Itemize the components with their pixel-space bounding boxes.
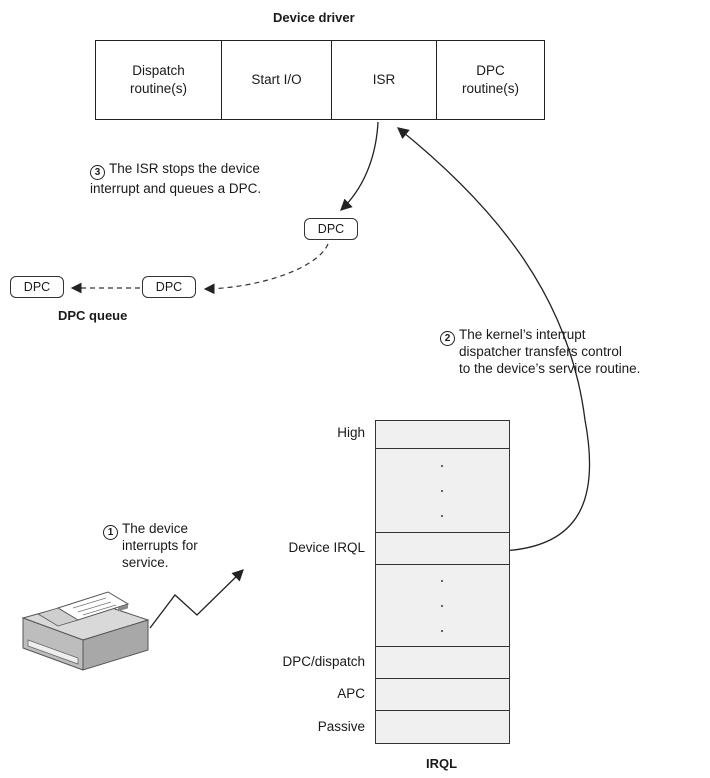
step3-text: The ISR stops the device interrupt and q… (90, 161, 262, 196)
device-driver-title: Device driver (273, 10, 355, 25)
ellipsis-dot (441, 515, 443, 517)
step1-number: 1 (103, 525, 118, 540)
irql-passive (375, 710, 510, 744)
interrupt-zigzag (149, 569, 244, 629)
irql-label-passive: Passive (317, 719, 365, 734)
irql-label-high: High (337, 425, 365, 440)
step1-text: The device interrupts for service. (122, 521, 198, 570)
step2-note: 2 The kernel’s interrupt dispatcher trans… (440, 326, 640, 377)
isr-cell: ISR (331, 41, 436, 119)
step1-note: 1 The device interrupts for service. (103, 520, 198, 571)
irql-label-apc: APC (337, 686, 365, 701)
printer-icon (21, 591, 150, 671)
step3-number: 3 (90, 165, 105, 180)
ellipsis-dot (441, 580, 443, 582)
new-dpc: DPC (304, 218, 358, 240)
step2-number: 2 (440, 331, 455, 346)
isr-to-dpc-arrow (340, 121, 379, 211)
irql-title: IRQL (426, 756, 458, 771)
queued-dpc-1: DPC (10, 276, 64, 298)
irql-device (375, 532, 510, 564)
irql-apc (375, 678, 510, 710)
irql-label-device: Device IRQL (288, 540, 365, 555)
start-io-cell: Start I/O (221, 41, 331, 119)
queued-dpc-2: DPC (142, 276, 196, 298)
irql-label-dpc-dispatch: DPC/dispatch (282, 654, 365, 669)
dispatch-routine-cell: Dispatch routine(s) (129, 63, 188, 96)
irql-high (375, 420, 510, 448)
dpc-queue-label: DPC queue (58, 308, 128, 323)
ellipsis-dot (441, 630, 443, 632)
ellipsis-dot (441, 490, 443, 492)
device-driver-box: Dispatch routine(s) Start I/O ISR DPC ro… (95, 40, 545, 120)
irql-dpc-dispatch (375, 646, 510, 678)
ellipsis-dot (441, 605, 443, 607)
dpc-to-queue-dashed (203, 243, 329, 295)
ellipsis-dot (441, 465, 443, 467)
step2-text: The kernel’s interrupt dispatcher transf… (459, 327, 641, 376)
dpc-routine-cell: DPC routine(s) (436, 41, 544, 119)
